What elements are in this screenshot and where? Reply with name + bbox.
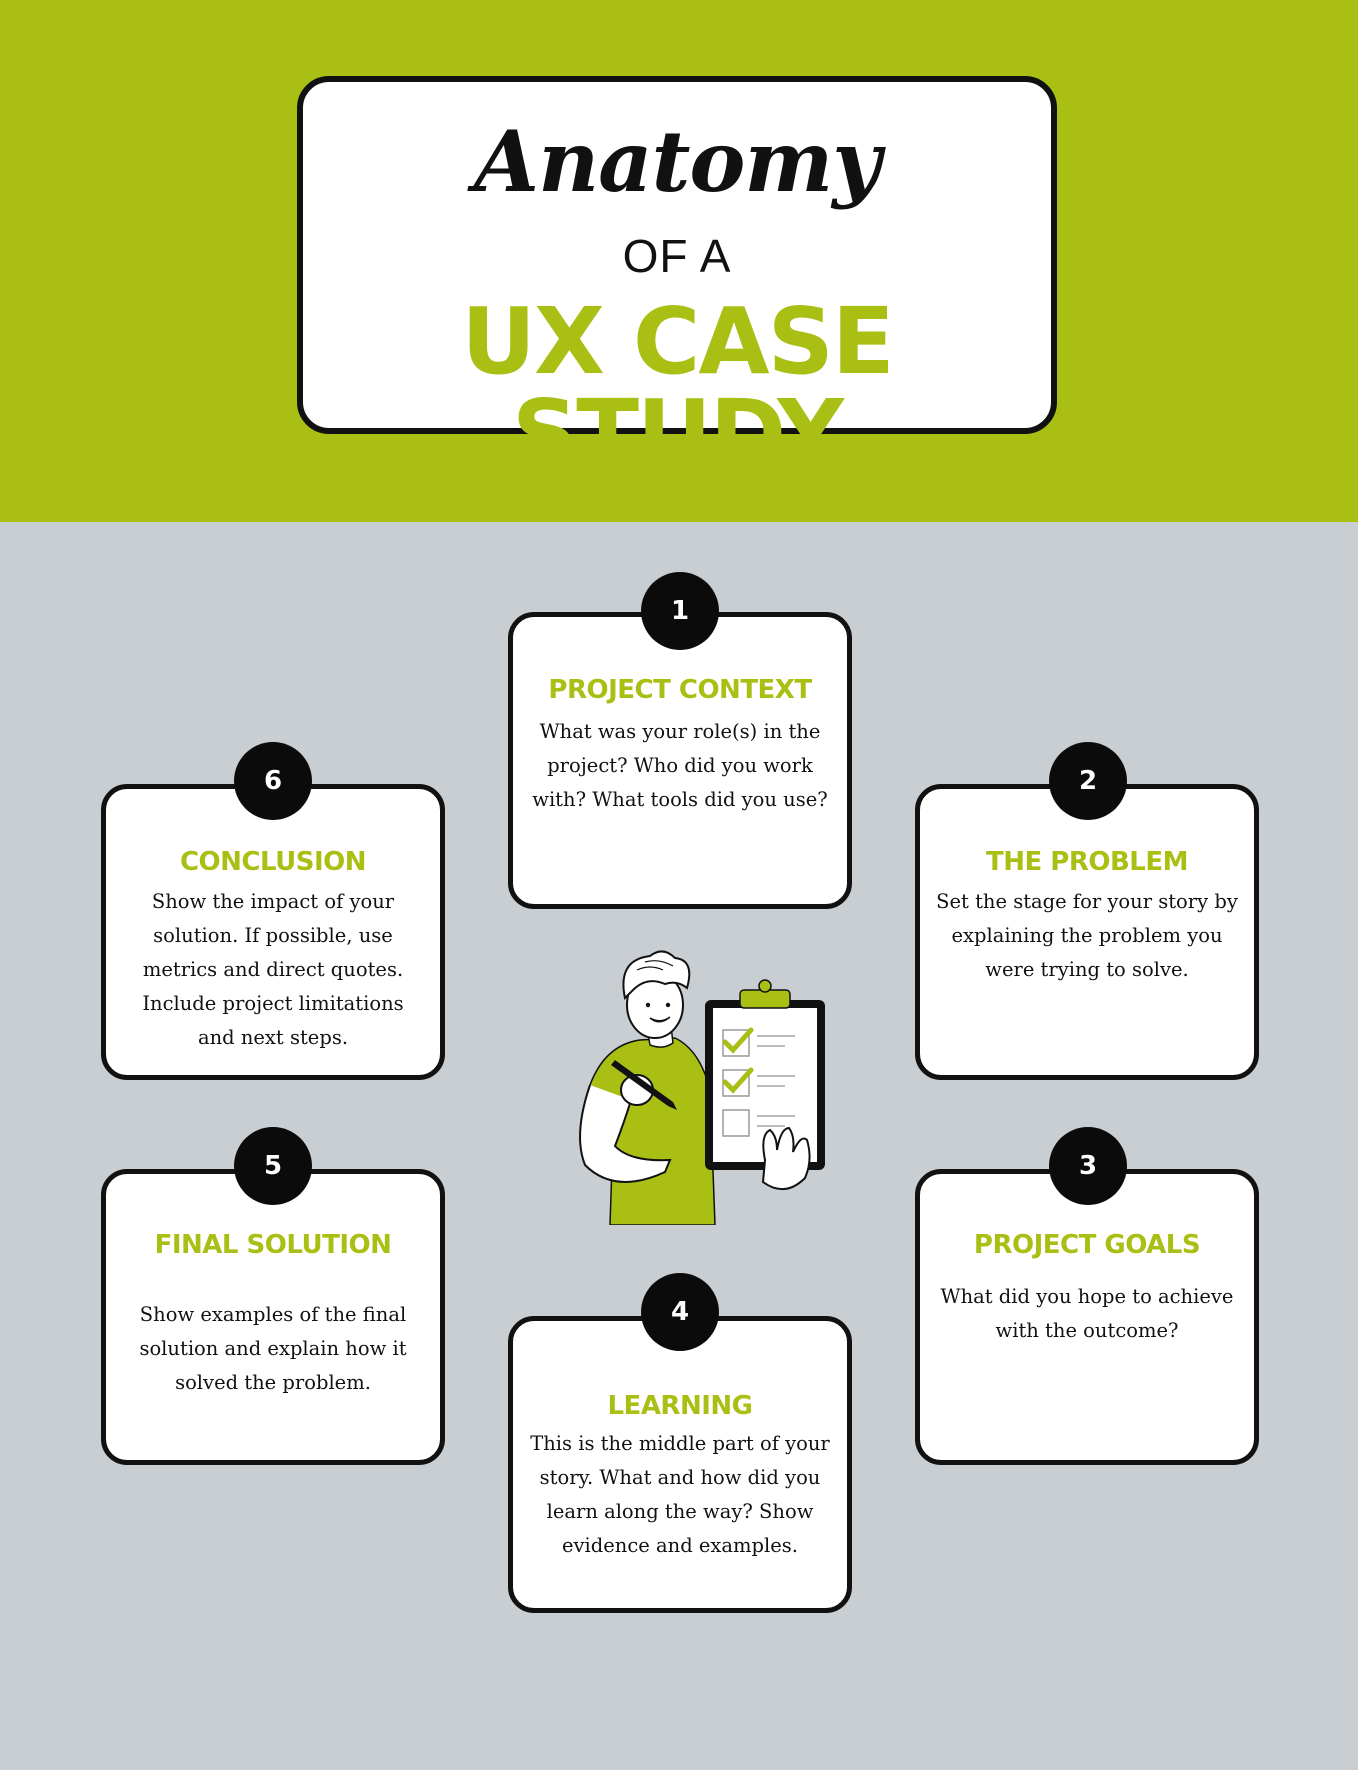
- step-heading: PROJECT CONTEXT: [548, 675, 812, 705]
- step-body-line: Set the stage for your story by: [936, 890, 1238, 913]
- step-body: Show examples of the final solution and …: [116, 1298, 430, 1400]
- step-body: This is the middle part of your story. W…: [523, 1427, 837, 1563]
- step-number-badge: 3: [1049, 1127, 1127, 1205]
- step-number-badge: 6: [234, 742, 312, 820]
- title-connector: OF A: [622, 230, 732, 282]
- step-body-line: story. What and how did you: [539, 1466, 821, 1489]
- step-number-badge: 1: [641, 572, 719, 650]
- step-body: What did you hope to achieve with the ou…: [930, 1280, 1244, 1348]
- pen: [611, 1060, 677, 1110]
- step-body: Set the stage for your story by explaini…: [930, 885, 1244, 987]
- step-body-line: and next steps.: [197, 1026, 349, 1049]
- step-body-line: Show examples of the final: [139, 1303, 407, 1326]
- step-body-line: were trying to solve.: [985, 958, 1189, 981]
- step-heading: LEARNING: [607, 1391, 753, 1421]
- step-body-line: metrics and direct quotes.: [142, 958, 404, 981]
- person-with-checklist-illustration: [579, 950, 825, 1225]
- step-number-badge: 5: [234, 1127, 312, 1205]
- step-heading: CONCLUSION: [179, 847, 367, 877]
- title-script: Anatomy: [473, 112, 881, 211]
- step-body-line: Include project limitations: [142, 992, 404, 1015]
- step-card-final-solution: FINAL SOLUTION Show examples of the fina…: [101, 1169, 445, 1465]
- step-card-conclusion: CONCLUSION Show the impact of your solut…: [101, 784, 445, 1080]
- step-body-line: with the outcome?: [995, 1319, 1179, 1342]
- step-body-line: This is the middle part of your: [530, 1432, 830, 1455]
- step-number-badge: 2: [1049, 742, 1127, 820]
- step-card-project-goals: PROJECT GOALS What did you hope to achie…: [915, 1169, 1259, 1465]
- step-body-line: explaining the problem you: [951, 924, 1223, 947]
- page-title: UX CASE STUDY: [461, 288, 895, 487]
- step-card-the-problem: THE PROBLEM Set the stage for your story…: [915, 784, 1259, 1080]
- step-number-badge: 4: [641, 1273, 719, 1351]
- step-body-line: What was your role(s) in the: [539, 720, 821, 743]
- step-card-project-context: PROJECT CONTEXT What was your role(s) in…: [508, 612, 852, 909]
- step-body: What was your role(s) in the project? Wh…: [523, 715, 837, 817]
- step-heading: PROJECT GOALS: [973, 1230, 1201, 1260]
- step-body-line: solved the problem.: [175, 1371, 371, 1394]
- step-body-line: project? Who did you work: [547, 754, 813, 777]
- step-body: Show the impact of your solution. If pos…: [116, 885, 430, 1055]
- step-body-line: solution and explain how it: [139, 1337, 407, 1360]
- step-heading: THE PROBLEM: [985, 847, 1189, 877]
- step-heading: FINAL SOLUTION: [154, 1230, 392, 1260]
- step-card-learning: LEARNING This is the middle part of your…: [508, 1316, 852, 1613]
- step-body-line: Show the impact of your: [151, 890, 395, 913]
- step-body-line: evidence and examples.: [561, 1534, 799, 1557]
- step-body-line: What did you hope to achieve: [940, 1285, 1234, 1308]
- step-body-line: solution. If possible, use: [153, 924, 393, 947]
- step-body-line: with? What tools did you use?: [532, 788, 828, 811]
- hair: [622, 950, 691, 1001]
- step-body-line: learn along the way? Show: [546, 1500, 814, 1523]
- title-card: Anatomy OF A UX CASE STUDY: [297, 76, 1057, 480]
